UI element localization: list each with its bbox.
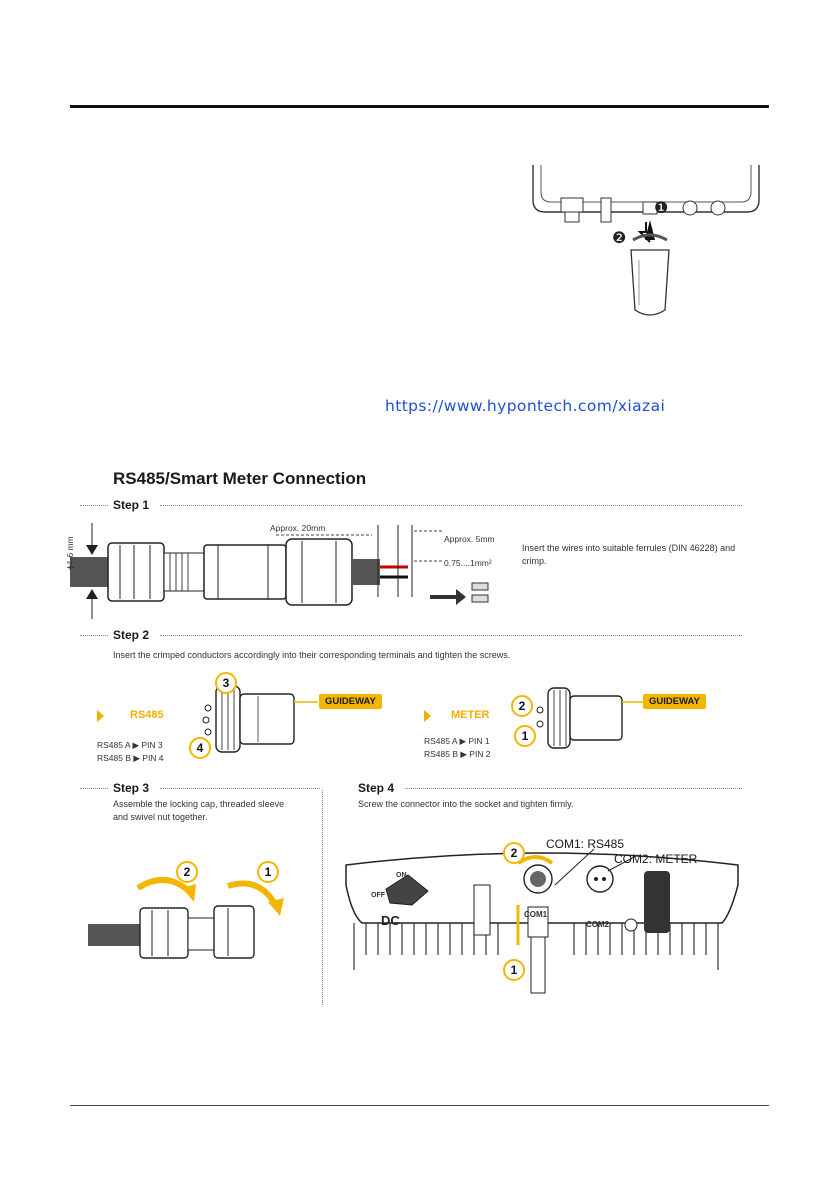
meter-label: METER: [451, 709, 490, 721]
rs485-pin-a: RS485 A ▶ PIN 3: [97, 740, 163, 750]
step-marker-1: ❶: [654, 200, 669, 217]
rs485-badge-pin4: 4: [189, 737, 211, 759]
socket-com2-label: COM2: [586, 920, 610, 929]
rs485-badge-pin3: 3: [215, 672, 237, 694]
step2-instruction: Insert the crimped conductors accordingl…: [113, 650, 511, 660]
step3-divider-right: [160, 788, 320, 789]
download-link[interactable]: https://www.hypontech.com/xiazai: [385, 397, 666, 415]
rs485-pointer-icon: [97, 710, 104, 722]
inverter-connector-figure: [532, 165, 760, 316]
step3-badge-1: 1: [257, 861, 279, 883]
dc-label: DC: [381, 913, 400, 928]
com2-label: COM2: METER: [614, 852, 698, 866]
step-marker-2: ❷: [612, 230, 627, 247]
step3-divider-left: [80, 788, 108, 789]
step-column-divider: [322, 790, 323, 1005]
step2-title: Step 2: [113, 628, 150, 642]
step3-badge-2: 2: [176, 861, 198, 883]
socket-com1-label: COM1: [524, 910, 548, 919]
cable-gland-illustration: [70, 523, 489, 619]
com1-label: COM1: RS485: [546, 837, 625, 851]
dc-switch-on-label: ON: [396, 872, 407, 879]
step1-instruction: Insert the wires into suitable ferrules …: [522, 543, 736, 566]
step4-title: Step 4: [358, 781, 395, 795]
rs485-connector-illustration: [202, 685, 318, 753]
meter-badge-pin1: 1: [514, 725, 536, 747]
inverter-bottom-illustration: [345, 848, 739, 994]
header-rule: [70, 105, 769, 108]
step4-instruction: Screw the connector into the socket and …: [358, 799, 574, 809]
step4-badge-2: 2: [503, 842, 525, 864]
footer-rule: [70, 1105, 769, 1106]
step1-divider-right: [160, 505, 742, 506]
meter-pin-b: RS485 B ▶ PIN 2: [424, 749, 491, 759]
dimension-cross-section: 0.75....1mm²: [444, 558, 492, 568]
rs485-guideway-tag: GUIDEWAY: [319, 694, 382, 709]
meter-guideway-tag: GUIDEWAY: [643, 694, 706, 709]
dimension-strip-length: Approx. 20mm: [270, 523, 326, 533]
gland-assembly-illustration: [88, 877, 284, 959]
section-title: RS485/Smart Meter Connection: [113, 469, 367, 488]
rs485-pin-b: RS485 B ▶ PIN 4: [97, 753, 164, 763]
dc-switch-off-label: OFF: [371, 892, 385, 899]
step1-divider-left: [80, 505, 108, 506]
step4-divider: [405, 788, 742, 789]
step2-divider-left: [80, 635, 108, 636]
step1-title: Step 1: [113, 498, 150, 512]
step3-title: Step 3: [113, 781, 150, 795]
step4-badge-1: 1: [503, 959, 525, 981]
meter-badge-pin2: 2: [511, 695, 533, 717]
meter-connector-illustration: [536, 687, 648, 749]
meter-pin-a: RS485 A ▶ PIN 1: [424, 736, 490, 746]
step3-instruction: Assemble the locking cap, threaded sleev…: [113, 799, 285, 822]
dimension-diameter: ϕ4-6 mm: [65, 536, 75, 570]
step2-divider-right: [160, 635, 742, 636]
dimension-end-length: Approx. 5mm: [444, 534, 495, 544]
meter-pointer-icon: [424, 710, 431, 722]
rs485-label: RS485: [130, 709, 164, 721]
